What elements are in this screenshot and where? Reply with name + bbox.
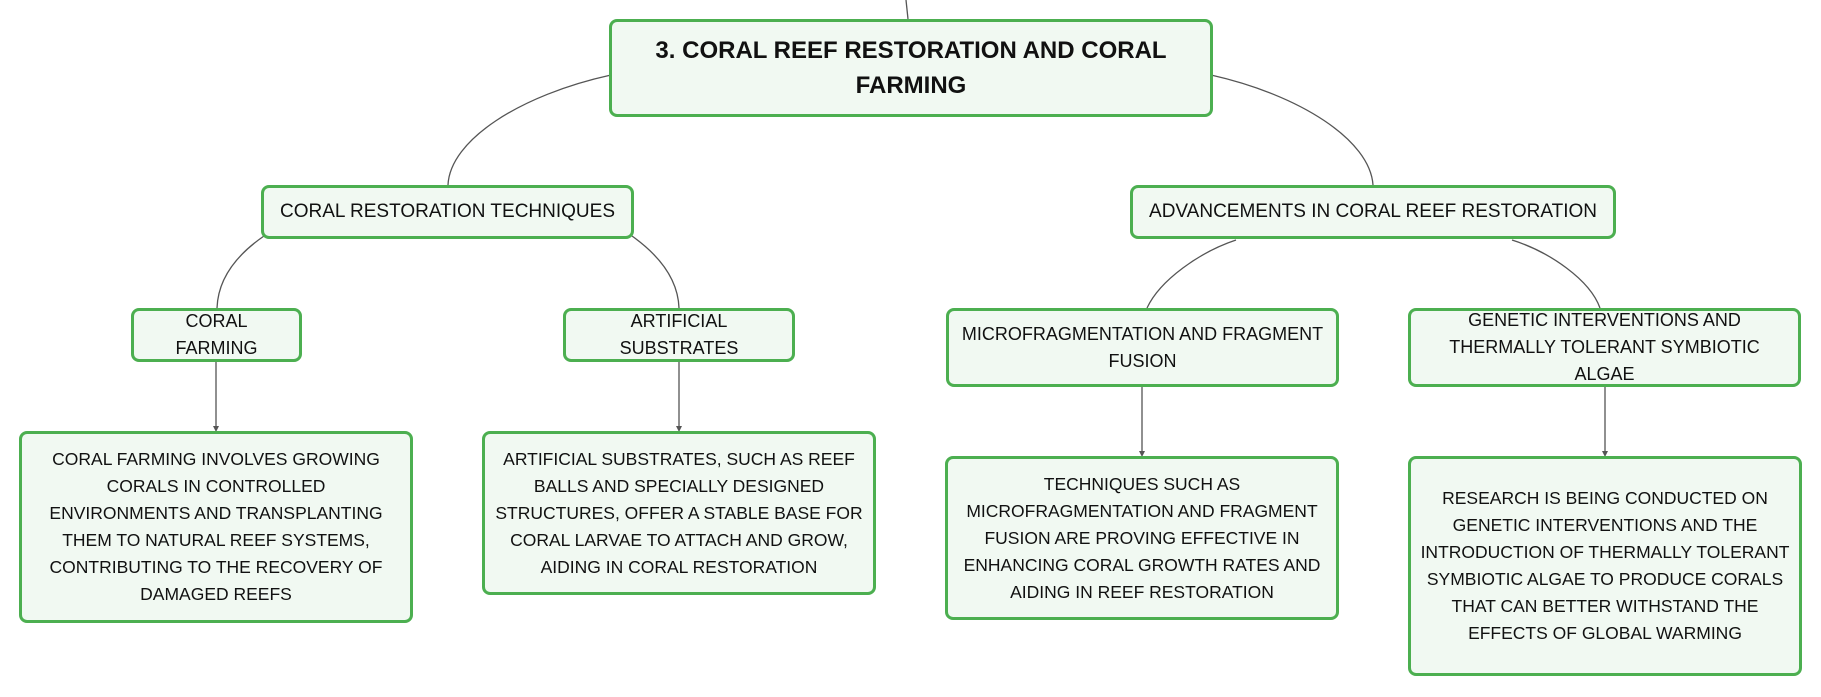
connector-advancements-to-microfragmentation [1146,239,1237,309]
connector-root-to-restoration-techniques [447,74,612,186]
subtopic-node-coral-farming[interactable]: CORAL FARMING [131,308,302,362]
connector-root-to-advancements [1210,74,1374,186]
arrowhead-coral-farming-detail [213,426,219,432]
subtopic-node-artificial-substrates[interactable]: ARTIFICIAL SUBSTRATES [563,308,795,362]
detail-node-genetic-interventions[interactable]: RESEARCH IS BEING CONDUCTED ON GENETIC I… [1408,456,1802,676]
branch-node-advancements[interactable]: ADVANCEMENTS IN CORAL REEF RESTORATION [1130,185,1616,239]
detail-text: RESEARCH IS BEING CONDUCTED ON GENETIC I… [1420,488,1790,643]
detail-node-artificial-substrates[interactable]: ARTIFICIAL SUBSTRATES, SUCH AS REEF BALL… [482,431,876,595]
subtopic-label: ARTIFICIAL SUBSTRATES [619,311,739,358]
detail-node-microfragmentation[interactable]: TECHNIQUES SUCH AS MICROFRAGMENTATION AN… [945,456,1339,620]
branch-label: CORAL RESTORATION TECHNIQUES [279,201,615,222]
detail-node-coral-farming[interactable]: CORAL FARMING INVOLVES GROWING CORALS IN… [19,431,413,623]
subtopic-label: MICROFRAGMENTATION AND FRAGMENT FUSION [961,323,1324,371]
subtopic-label: CORAL FARMING [175,311,258,358]
connector-advancements-to-genetic [1511,239,1601,309]
detail-text: TECHNIQUES SUCH AS MICROFRAGMENTATION AN… [963,473,1321,602]
subtopic-node-microfragmentation[interactable]: MICROFRAGMENTATION AND FRAGMENT FUSION [946,308,1339,387]
detail-text: ARTIFICIAL SUBSTRATES, SUCH AS REEF BALL… [495,448,863,577]
subtopic-label: GENETIC INTERVENTIONS AND THERMALLY TOLE… [1449,310,1760,384]
connector-parent-to-root [905,0,909,20]
arrowhead-microfragmentation-detail [1139,451,1145,457]
arrowhead-artificial-substrates-detail [676,426,682,432]
branch-label: ADVANCEMENTS IN CORAL REEF RESTORATION [1149,201,1597,222]
root-topic-title: 3. CORAL REEF RESTORATION AND CORAL FARM… [655,37,1167,99]
arrowhead-genetic-detail [1602,451,1608,457]
root-topic-node[interactable]: 3. CORAL REEF RESTORATION AND CORAL FARM… [609,19,1213,117]
branch-node-restoration-techniques[interactable]: CORAL RESTORATION TECHNIQUES [261,185,634,239]
detail-text: CORAL FARMING INVOLVES GROWING CORALS IN… [49,449,383,604]
connector-techniques-to-coral-farming [216,235,265,309]
connector-techniques-to-artificial-substrates [631,235,680,309]
subtopic-node-genetic-interventions[interactable]: GENETIC INTERVENTIONS AND THERMALLY TOLE… [1408,308,1801,387]
